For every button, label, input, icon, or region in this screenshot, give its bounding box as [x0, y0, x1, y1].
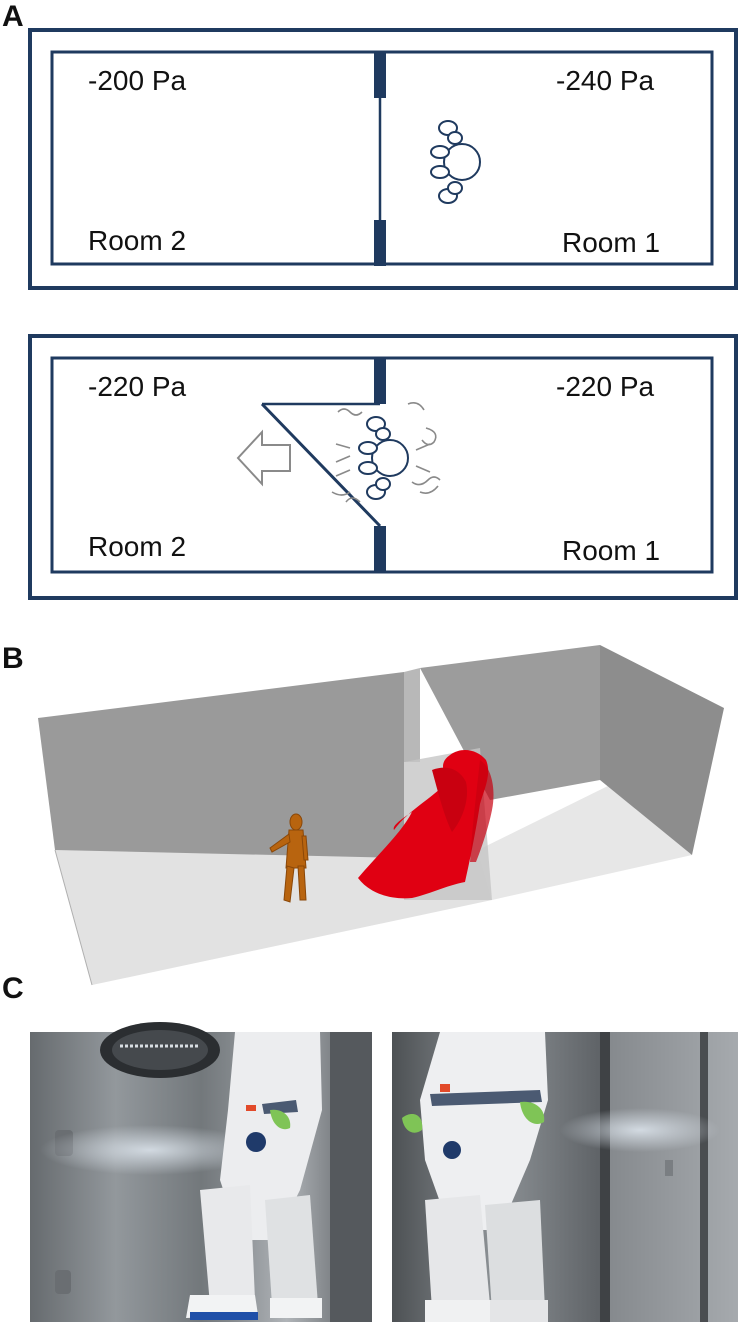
door-post-top [374, 358, 386, 404]
panel-b-label: B [2, 642, 24, 675]
smoke-plume [358, 749, 494, 899]
bottom-left-room: Room 2 [88, 531, 186, 562]
top-left-room: Room 2 [88, 225, 186, 256]
door-open [260, 402, 382, 528]
person-top-view-icon [358, 416, 409, 500]
end-wall-right [600, 645, 724, 855]
back-wall-left [38, 672, 404, 858]
floor-edge [54, 849, 93, 986]
outer-frame [28, 334, 738, 600]
top-left-pressure: -200 Pa [88, 65, 186, 96]
suited-person [186, 1032, 322, 1320]
cfd-room-model [38, 645, 724, 986]
mannequin [269, 813, 309, 903]
bottom-right-pressure: -220 Pa [556, 371, 654, 402]
top-right-room: Room 1 [562, 227, 660, 258]
air-swirl-icon [331, 402, 441, 503]
bottom-right-room: Room 1 [562, 535, 660, 566]
back-wall-right [420, 645, 600, 800]
photo-left [30, 1022, 372, 1322]
smoke-cloud [560, 1108, 720, 1152]
diagram-bottom: -220 Pa -220 Pa Room 2 Room 1 [28, 334, 738, 600]
diagram-top: -200 Pa -240 Pa Room 2 Room 1 [28, 28, 738, 290]
partition-top [404, 668, 420, 762]
door-post-bottom [374, 220, 386, 266]
movement-arrow-icon [236, 429, 291, 487]
panel-a-label: A [2, 0, 24, 33]
person-top-view-icon [430, 120, 481, 204]
bottom-left-pressure: -220 Pa [88, 371, 186, 402]
outer-frame [28, 28, 738, 290]
photo-right [392, 1032, 738, 1322]
smoke-cloud [40, 1125, 260, 1175]
door-post-bottom [374, 526, 386, 572]
suited-person [402, 1032, 548, 1322]
door-post-top [374, 52, 386, 98]
top-right-pressure: -240 Pa [556, 65, 654, 96]
panel-c-label: C [2, 972, 24, 1005]
